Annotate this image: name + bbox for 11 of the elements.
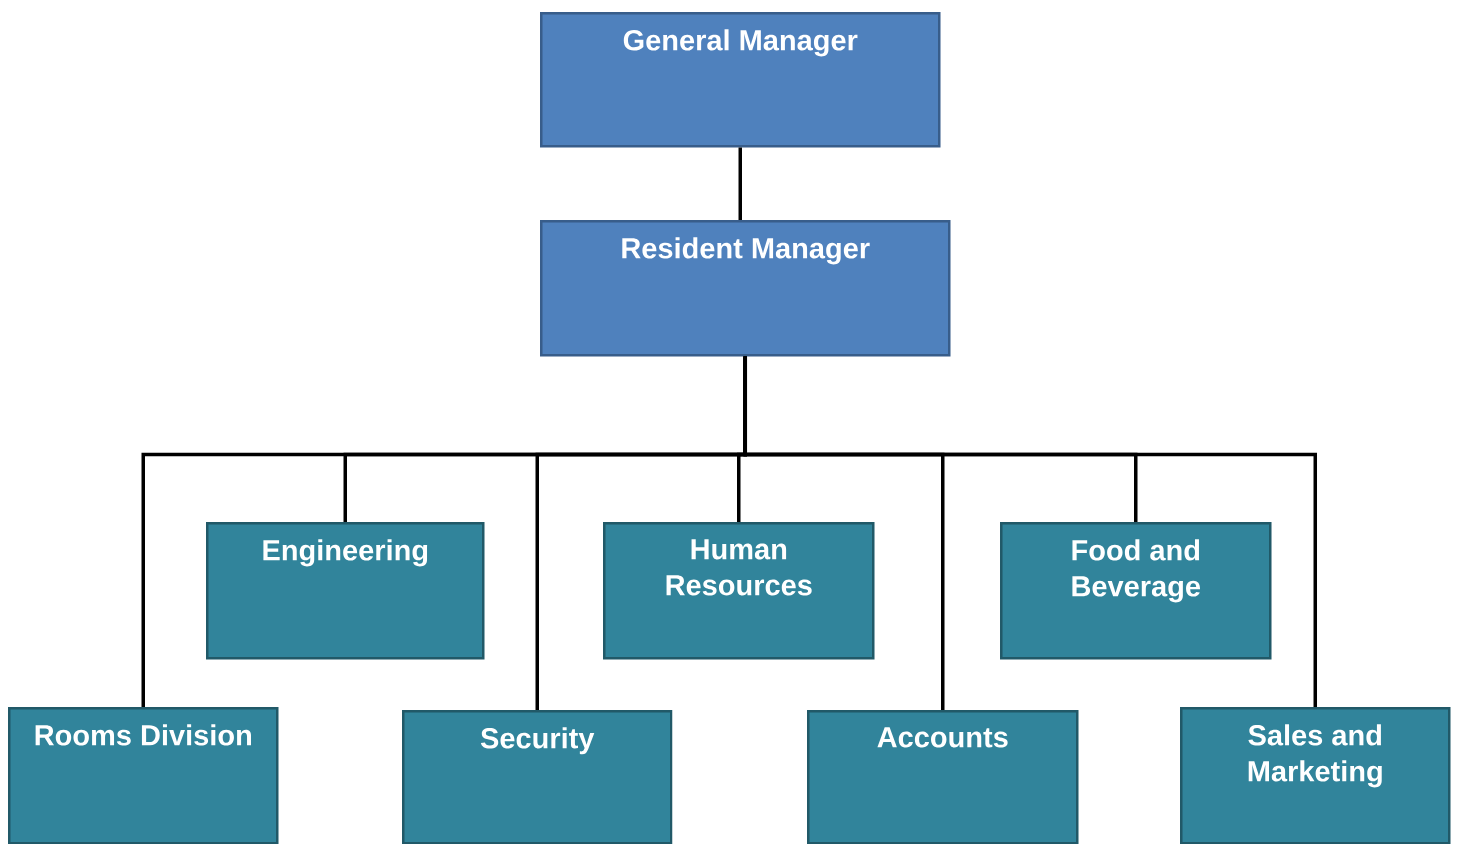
org-box: Food and Beverage — [1000, 522, 1272, 660]
org-box: Resident Manager — [540, 220, 951, 357]
org-box: Engineering — [206, 522, 485, 660]
org-box: Sales and Marketing — [1180, 707, 1451, 844]
org-box: Security — [402, 710, 673, 844]
connector-line — [743, 356, 1317, 707]
org-box: Rooms Division — [8, 707, 279, 844]
org-box: Human Resources — [603, 522, 875, 660]
org-box: General Manager — [540, 12, 941, 148]
org-box: Accounts — [807, 710, 1079, 844]
connector-line — [738, 147, 742, 220]
